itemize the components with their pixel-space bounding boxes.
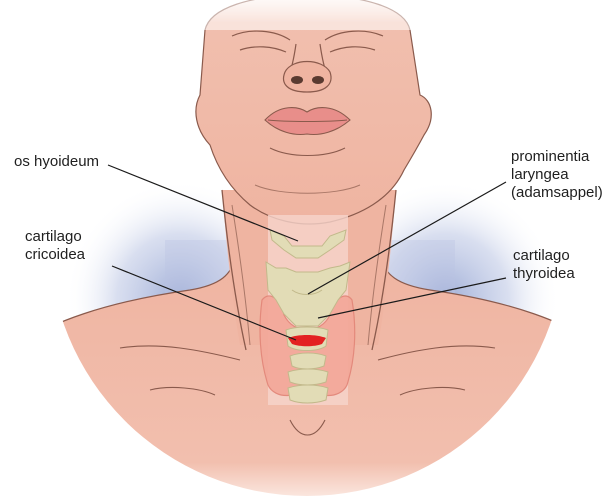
label-line: laryngea xyxy=(511,166,603,184)
label-line: cricoidea xyxy=(25,246,85,264)
nostrils xyxy=(284,62,331,93)
label-line: thyroidea xyxy=(513,265,575,283)
label-line: prominentia xyxy=(511,148,603,166)
label-line: (adamsappel) xyxy=(511,184,603,202)
tracheal-rings xyxy=(288,353,328,403)
label-cartilago-cricoidea: cartilago cricoidea xyxy=(25,228,85,264)
cricoid-accent xyxy=(288,335,326,346)
label-line: os hyoideum xyxy=(14,153,99,171)
label-prominentia-laryngea: prominentia laryngea (adamsappel) xyxy=(511,148,603,202)
label-line: cartilago xyxy=(25,228,85,246)
label-line: cartilago xyxy=(513,247,575,265)
label-cartilago-thyroidea: cartilago thyroidea xyxy=(513,247,575,283)
label-os-hyoideum: os hyoideum xyxy=(14,153,99,171)
